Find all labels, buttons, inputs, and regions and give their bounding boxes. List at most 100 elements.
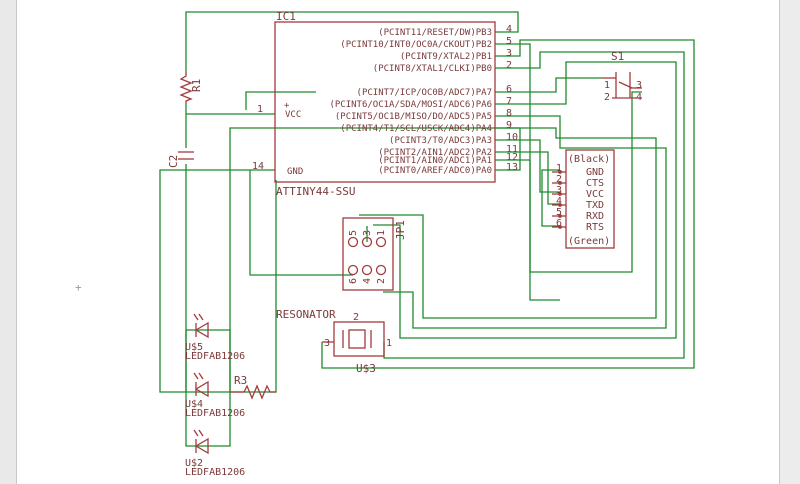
led-u4-value: LEDFAB1206: [185, 408, 245, 419]
ic1-pin-label: (PCINT0/AREF/ADC0)PA0: [378, 166, 492, 176]
led-u2-ref: U$2: [185, 458, 203, 469]
jp1-ref: JP1: [394, 220, 407, 240]
led-u2-value: LEDFAB1206: [185, 467, 245, 478]
r1-ref: R1: [190, 79, 203, 92]
s1-contact: [618, 81, 633, 89]
ftdi-pin-dot: [558, 203, 562, 207]
origin-mark: +: [75, 281, 82, 294]
jp1-bottom-pin-2: 2: [376, 278, 387, 284]
s1-pin-1: 1: [604, 80, 610, 91]
led-u2-triangle: [194, 437, 209, 455]
r1-zigzag: [179, 72, 193, 104]
resonator-pin-3: 3: [324, 338, 330, 349]
led-u4[interactable]: U$4 LEDFAB1206: [185, 372, 245, 419]
jp1-pad-6: [347, 264, 359, 276]
ic1-pin-label: (PCINT8/XTAL1/CLKI)PB0: [373, 64, 492, 74]
jp1[interactable]: JP1 5 3 1 6 4 2: [342, 217, 407, 291]
ftdi-pin-number: 3: [556, 185, 562, 196]
ic1-pin-number: 13: [506, 162, 518, 173]
resonator-pin-1: 1: [386, 338, 392, 349]
r1[interactable]: R1: [179, 72, 203, 104]
led-u2-ray-a: [193, 429, 199, 437]
wire-vcc-up: [245, 91, 316, 110]
ic1-pin-label: (PCINT6/OC1A/SDA/MOSI/ADC6)PA6: [329, 100, 492, 110]
ftdi-bottom-label: (Green): [568, 236, 610, 247]
wire-pa6: [373, 61, 677, 339]
led-u4-ray-b: [198, 372, 204, 380]
led-u2-ray-b: [198, 429, 204, 437]
jp1-pad-1: [375, 236, 387, 248]
ic1-pin-number: 12: [506, 152, 518, 163]
c2-ref: C2: [167, 155, 180, 168]
sheet-right-margin: [779, 0, 800, 484]
led-u5-triangle: [194, 321, 209, 339]
ic1-pin-number: 8: [506, 108, 512, 119]
jp1-body: [342, 217, 394, 291]
ic1-body: [274, 21, 496, 183]
resonator-label: RESONATOR: [276, 308, 336, 321]
ic1-pin-number: 11: [506, 144, 518, 155]
wire-pb2: [495, 43, 560, 301]
ftdi-pin-dot: [558, 181, 562, 185]
c2[interactable]: C2: [167, 151, 194, 168]
led-u2[interactable]: U$2 LEDFAB1206: [185, 429, 245, 478]
s1[interactable]: S1 1 3 2 4: [602, 50, 642, 103]
ftdi-pin-number: 1: [556, 163, 562, 174]
jp1-pad-5: [347, 236, 359, 248]
led-u5-ref: U$5: [185, 342, 203, 353]
ic1-pin-label: (PCINT3/T0/ADC3)PA3: [389, 136, 492, 146]
r3-zigzag: [230, 384, 276, 400]
ic1-gnd-label: GND: [287, 167, 303, 177]
led-u4-triangle: [194, 380, 209, 398]
jp1-pad-4: [361, 264, 373, 276]
s1-pin-4: 4: [636, 92, 642, 103]
resonator-crystal: [348, 329, 366, 349]
led-u5-ray-a: [193, 313, 199, 321]
ic1-pin-label: (PCINT1/AIN0/ADC1)PA1: [378, 156, 492, 166]
ftdi-pin-name: GND: [586, 167, 604, 178]
wire-pa4: [359, 127, 657, 319]
ftdi-pin-number: 4: [556, 196, 562, 207]
ic1-pin-number: 2: [506, 60, 512, 71]
ftdi-pin-dot: [558, 192, 562, 196]
wire-pa1: [495, 91, 642, 273]
ic1-ref: IC1: [276, 10, 296, 23]
ic1-vcc-label: VCC: [285, 110, 301, 120]
ic1-pin-label: (PCINT7/ICP/OC0B/ADC7)PA7: [357, 88, 492, 98]
ftdi-pin-number: 5: [556, 207, 562, 218]
ftdi-pin-number: 6: [556, 218, 562, 229]
jp1-pad-3: [361, 236, 373, 248]
wire-reset: [185, 11, 519, 72]
ftdi-pin-name: CTS: [586, 178, 604, 189]
wire-pa2: [495, 151, 560, 205]
ftdi-pin-dot: [558, 225, 562, 229]
ic1-pin-number: 3: [506, 48, 512, 59]
ic1-pin-label: (PCINT2/AIN1/ADC2)PA2: [378, 148, 492, 158]
wire-pb1: [321, 39, 695, 369]
resonator[interactable]: RESONATOR 3 2 1 U$3: [276, 308, 392, 375]
ic1-pin-number: 7: [506, 96, 512, 107]
sheet-left-margin: [0, 0, 17, 484]
ftdi-top-label: (Black): [568, 154, 610, 165]
jp1-top-pin-3: 3: [362, 230, 373, 236]
wire-pa3: [495, 139, 560, 193]
jp1-top-pin-1: 1: [376, 230, 387, 236]
ic1-pin-number: 5: [506, 36, 512, 47]
ftdi-pin-number: 2: [556, 174, 562, 185]
s1-pin-2: 2: [604, 92, 610, 103]
wire-pa5: [383, 115, 667, 329]
ic1[interactable]: IC1 ATTINY44-SSU + VCC 1 GND 14 (PCINT11…: [252, 10, 518, 198]
led-u5[interactable]: U$5 LEDFAB1206: [185, 313, 245, 362]
r3-ref: R3: [234, 374, 247, 387]
led-u4-ref: U$4: [185, 399, 203, 410]
ftdi-pin-name: VCC: [586, 189, 604, 200]
ic1-plus-mark: +: [284, 101, 290, 111]
ic1-pin-label: (PCINT9/XTAL2)PB1: [400, 52, 492, 62]
r3[interactable]: R3: [230, 374, 276, 400]
ic1-pin-number: 10: [506, 132, 518, 143]
wire-led-loop: [185, 329, 231, 447]
ftdi-pin-name: TXD: [586, 200, 604, 211]
wire-pb0: [383, 51, 685, 359]
